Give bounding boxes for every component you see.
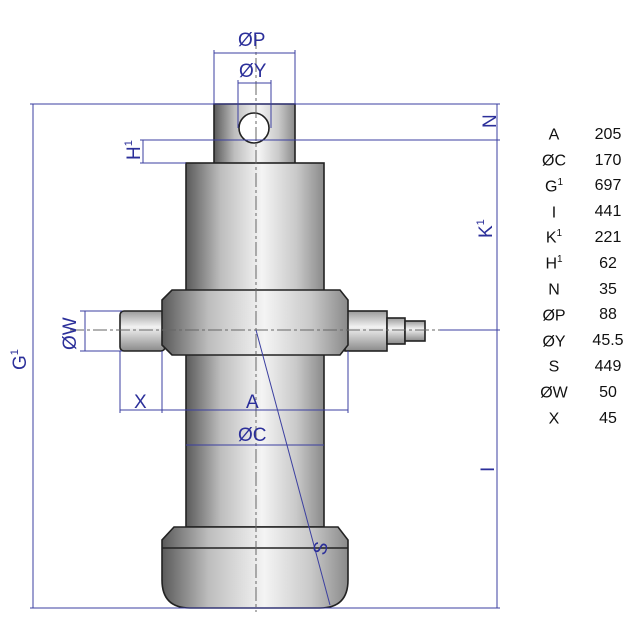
spec-key: ØC bbox=[530, 148, 578, 174]
label-y: ØY bbox=[239, 61, 267, 82]
spec-row: G1 697 bbox=[530, 174, 638, 200]
spec-key-text: G bbox=[544, 178, 558, 196]
label-w: ØW bbox=[60, 317, 81, 350]
spec-key: ØP bbox=[530, 303, 578, 329]
spec-key-text: ØC bbox=[542, 152, 566, 170]
right-trunnion bbox=[344, 310, 388, 352]
spec-value: 45.5 bbox=[592, 332, 624, 350]
label-k1: K1 bbox=[475, 219, 497, 238]
spec-value: 697 bbox=[594, 177, 622, 195]
spec-key-sup: 1 bbox=[557, 176, 563, 188]
spec-row: N 35 bbox=[530, 277, 638, 303]
spec-key-text: S bbox=[548, 358, 560, 376]
label-n: N bbox=[480, 114, 501, 128]
dimensions: G1 N K1 I H1 ØP ØY ØW X A ØC S bbox=[9, 30, 501, 609]
spec-row: ØP 88 bbox=[530, 303, 638, 329]
spec-row: X 45 bbox=[530, 406, 638, 432]
spec-key-text: I bbox=[551, 203, 557, 221]
eye-hole bbox=[238, 112, 270, 144]
spec-key-text: ØW bbox=[540, 384, 568, 402]
spec-value: 449 bbox=[594, 358, 622, 376]
spec-key: ØW bbox=[530, 380, 578, 406]
label-g1: G1 bbox=[9, 349, 31, 370]
spec-value: 205 bbox=[594, 125, 622, 143]
spec-key: G1 bbox=[530, 174, 578, 200]
spec-value: 170 bbox=[594, 151, 622, 169]
label-x: X bbox=[134, 392, 147, 413]
spec-value: 35 bbox=[599, 280, 617, 298]
spec-value: 221 bbox=[594, 229, 622, 247]
spec-row: I 441 bbox=[530, 199, 638, 225]
spec-key-sup: 1 bbox=[556, 228, 563, 240]
label-i: I bbox=[478, 467, 499, 472]
spec-key-text: N bbox=[548, 281, 560, 299]
spec-key: I bbox=[530, 199, 578, 225]
spec-value: 62 bbox=[599, 254, 617, 272]
spec-key: X bbox=[530, 406, 578, 432]
spec-row: H1 62 bbox=[530, 251, 638, 277]
label-c: ØC bbox=[238, 425, 267, 446]
spec-value: 441 bbox=[594, 203, 622, 221]
spec-key: N bbox=[530, 277, 578, 303]
spec-value: 88 bbox=[599, 306, 617, 324]
spec-key-text: X bbox=[548, 410, 560, 428]
spec-value: 50 bbox=[599, 383, 617, 401]
spec-value: 45 bbox=[599, 409, 617, 427]
hydraulic-fitting bbox=[386, 317, 406, 345]
spec-key-text: ØY bbox=[542, 332, 566, 350]
spec-row: A 205 bbox=[530, 122, 638, 148]
spec-key: S bbox=[530, 354, 578, 380]
cylinder-body bbox=[70, 35, 440, 612]
spec-row: ØW 50 bbox=[530, 380, 638, 406]
spec-key: H1 bbox=[530, 251, 578, 277]
spec-key-text: K bbox=[545, 229, 557, 247]
spec-key-text: H bbox=[545, 255, 557, 273]
spec-key-text: A bbox=[548, 126, 560, 144]
fitting-thread bbox=[404, 320, 426, 342]
label-p: ØP bbox=[238, 30, 265, 51]
spec-row: K1 221 bbox=[530, 225, 638, 251]
upper-stage bbox=[185, 162, 325, 292]
spec-row: ØC 170 bbox=[530, 148, 638, 174]
trunnion-collar bbox=[161, 289, 349, 356]
spec-row: S 449 bbox=[530, 354, 638, 380]
left-trunnion bbox=[119, 310, 166, 352]
spec-key: ØY bbox=[530, 328, 578, 354]
spec-key: A bbox=[530, 122, 578, 148]
spec-row: ØY 45.5 bbox=[530, 328, 638, 354]
label-h1: H1 bbox=[123, 140, 145, 160]
label-a: A bbox=[246, 392, 259, 413]
label-s: S bbox=[310, 540, 334, 558]
spec-key-text: ØP bbox=[542, 307, 566, 325]
spec-key: K1 bbox=[530, 225, 578, 251]
spec-key-sup: 1 bbox=[557, 254, 563, 266]
